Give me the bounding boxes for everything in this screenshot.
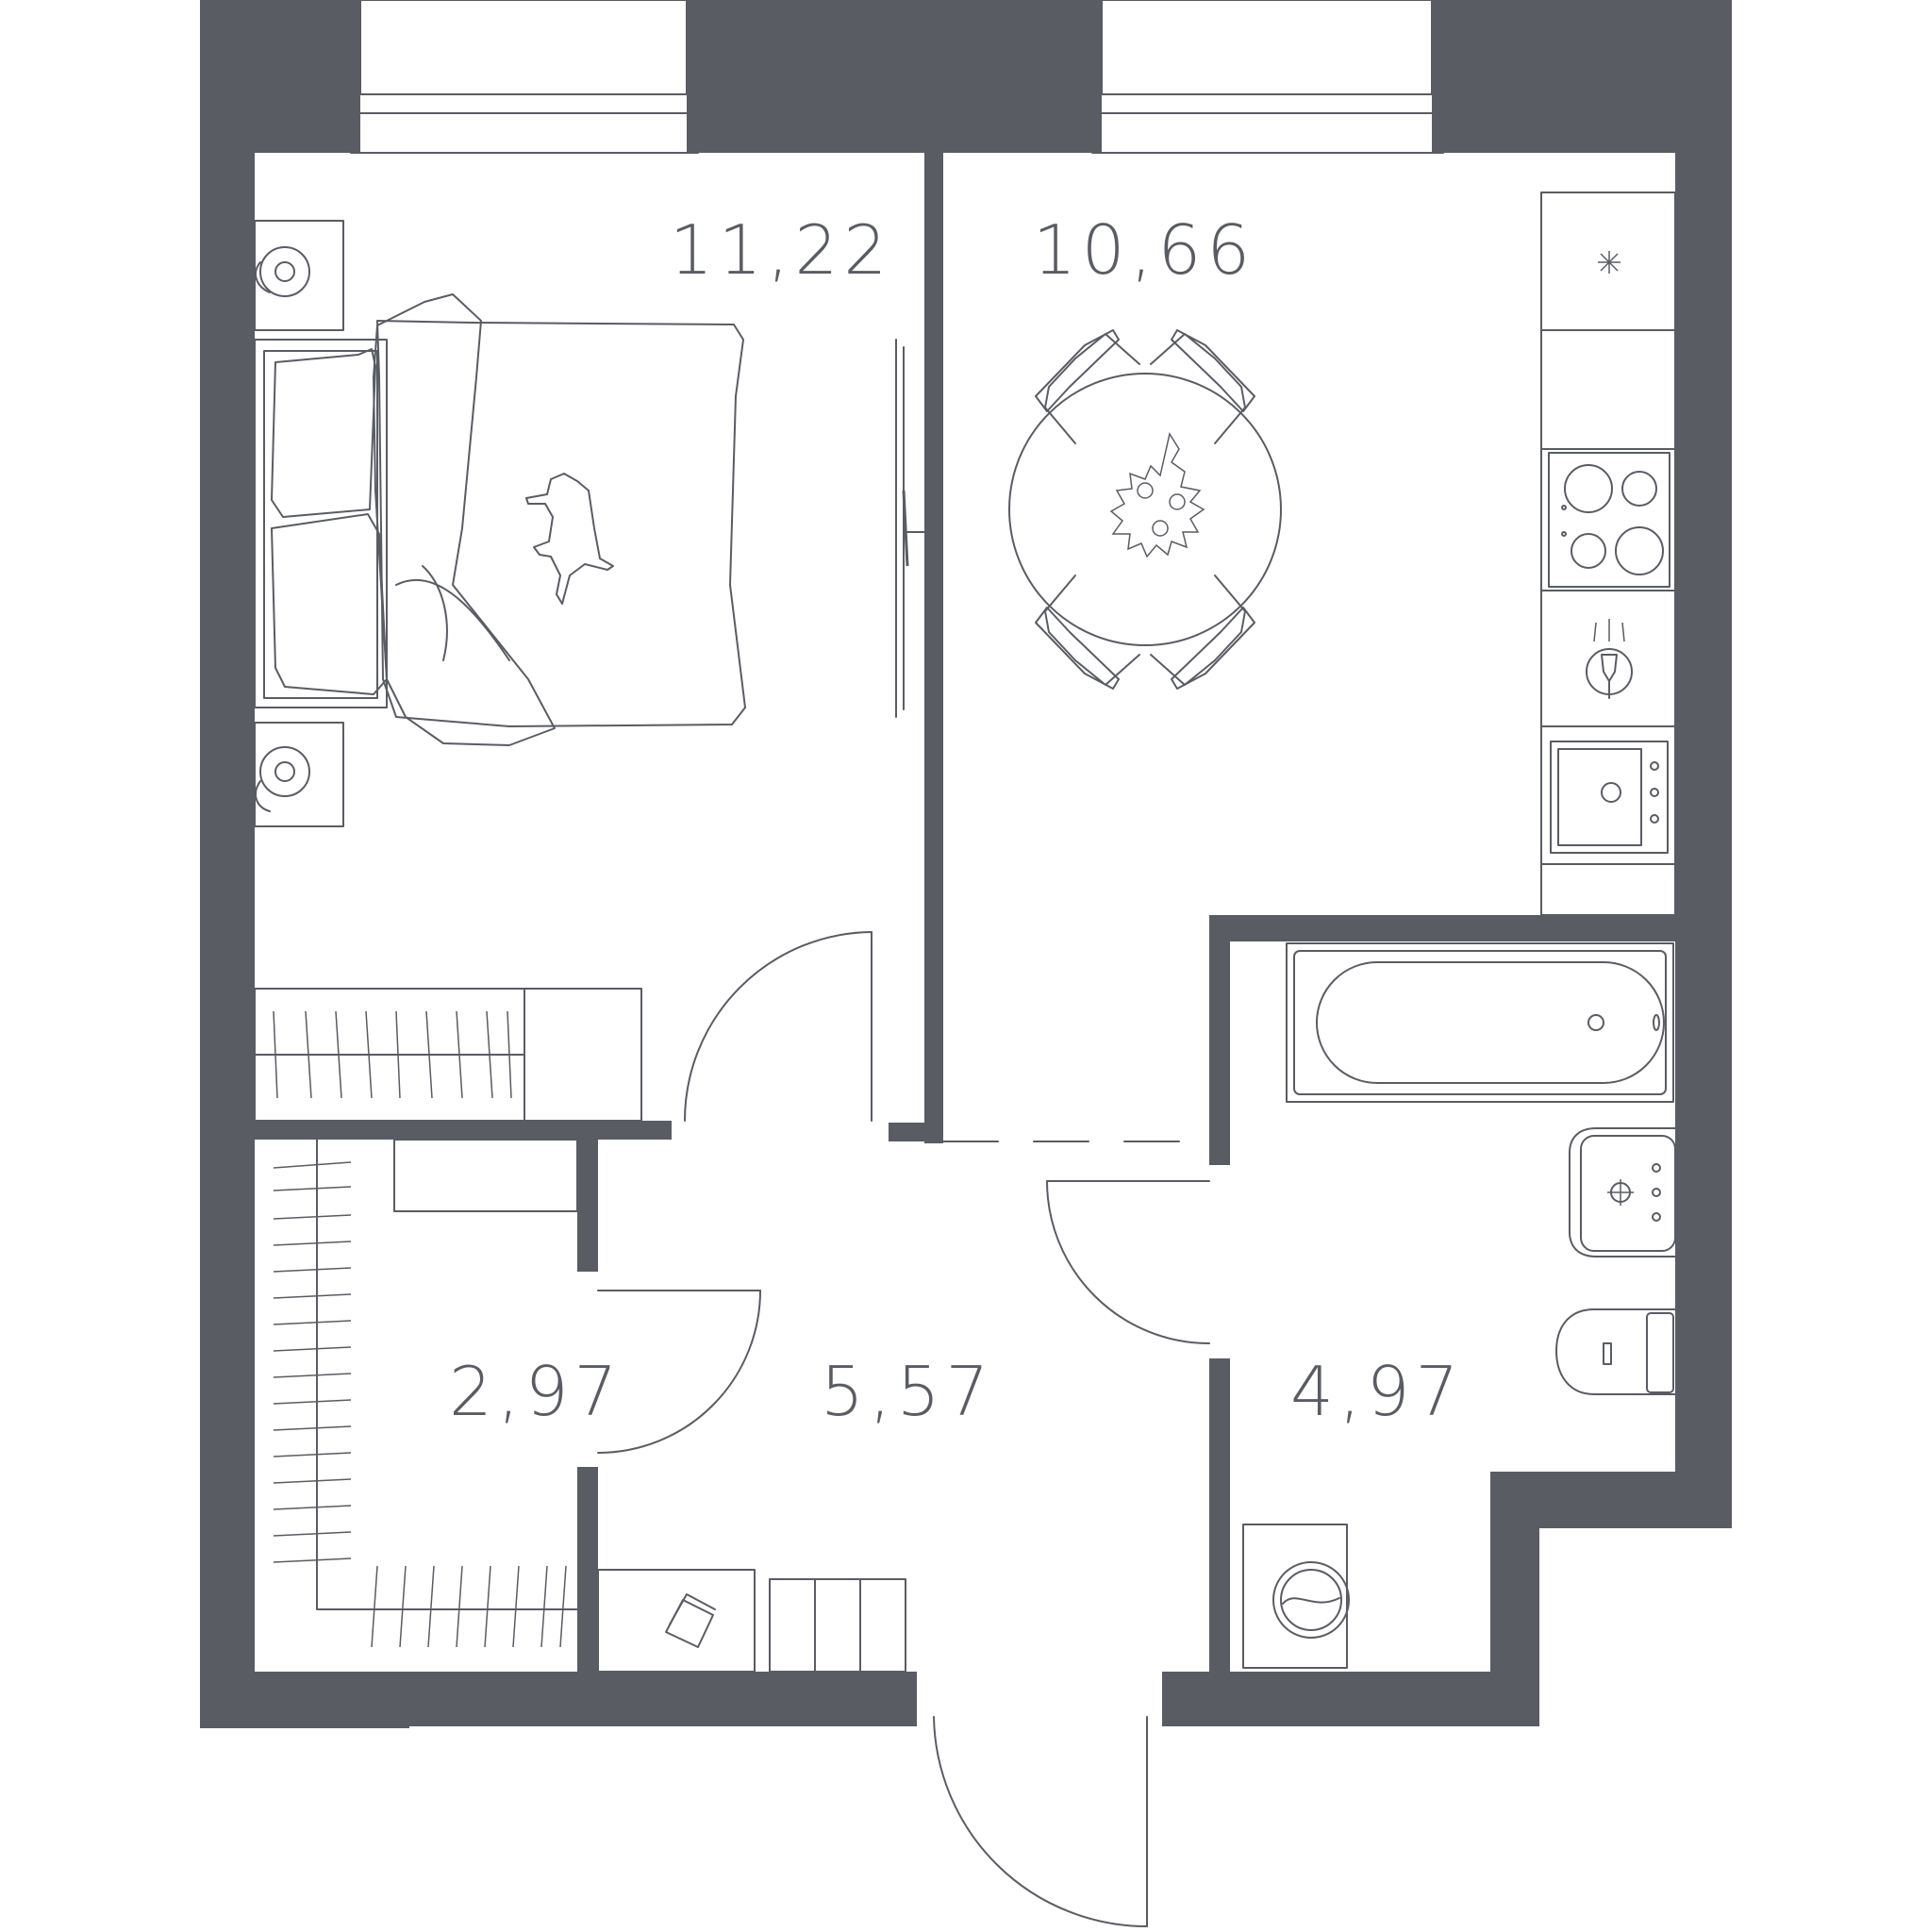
kitchen-counter bbox=[1540, 192, 1676, 916]
dining-table bbox=[1008, 329, 1282, 690]
bedroom-wardrobe bbox=[254, 988, 642, 1122]
walk-in-wardrobe bbox=[273, 1139, 578, 1648]
walls bbox=[200, 0, 1732, 1728]
stove bbox=[1548, 452, 1670, 588]
fridge-icon bbox=[1598, 251, 1621, 274]
bathtub bbox=[1286, 942, 1674, 1103]
washing-machine bbox=[1242, 1524, 1350, 1669]
windows bbox=[350, 0, 1444, 154]
area-labels: 11,22 10,66 2,97 5,57 4,97 bbox=[449, 210, 1464, 1431]
bathroom-sink bbox=[1569, 1127, 1676, 1257]
nightstands bbox=[254, 220, 344, 827]
wardrobe-area-label: 2,97 bbox=[449, 1352, 623, 1431]
bedroom-area-label: 11,22 bbox=[670, 210, 892, 290]
kitchen-area-label: 10,66 bbox=[1033, 210, 1255, 290]
hallway-furniture bbox=[597, 1569, 906, 1673]
doors bbox=[597, 931, 1210, 1927]
toilet bbox=[1555, 1308, 1676, 1395]
bathroom-area-label: 4,97 bbox=[1290, 1352, 1464, 1431]
wall-tv bbox=[895, 339, 925, 718]
kitchen-sink bbox=[1550, 741, 1669, 854]
dishwasher bbox=[1586, 619, 1633, 699]
bed bbox=[254, 293, 746, 746]
hallway-area-label: 5,57 bbox=[821, 1352, 994, 1431]
